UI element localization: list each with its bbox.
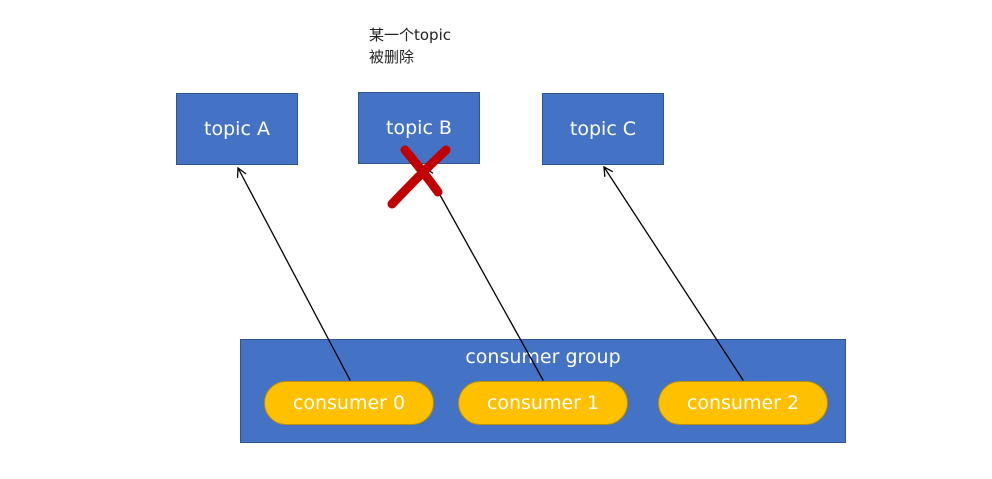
arrow-consumer-2-to-topic-c	[603, 166, 744, 381]
consumer-1-label: consumer 1	[486, 392, 600, 414]
note-line-1: 某一个topic	[369, 26, 451, 44]
note-line-2: 被删除	[369, 48, 415, 66]
topic-c-box: topic C	[542, 93, 664, 165]
deleted-topic-note: 某一个topic 被删除	[369, 24, 489, 68]
consumer-2-pill: consumer 2	[658, 381, 828, 425]
consumer-group-label: consumer group	[465, 346, 621, 368]
topic-c-label: topic C	[569, 118, 637, 140]
consumer-1-pill: consumer 1	[458, 381, 628, 425]
consumer-group-box: consumer group consumer 0 consumer 1 con…	[240, 339, 846, 443]
topic-b-label: topic B	[386, 117, 452, 139]
consumer-2-label: consumer 2	[686, 392, 800, 414]
topic-a-label: topic A	[204, 118, 270, 140]
arrow-consumer-0-to-topic-a	[237, 167, 351, 381]
consumer-0-pill: consumer 0	[264, 381, 434, 425]
arrowhead-topic-a	[236, 166, 247, 179]
topic-a-box: topic A	[176, 93, 298, 165]
arrow-consumer-1-to-topic-b	[424, 167, 544, 381]
red-x-icon	[387, 145, 451, 209]
arrowhead-topic-c	[603, 165, 613, 177]
topic-b-box: topic B	[358, 92, 480, 164]
consumer-0-label: consumer 0	[292, 392, 406, 414]
